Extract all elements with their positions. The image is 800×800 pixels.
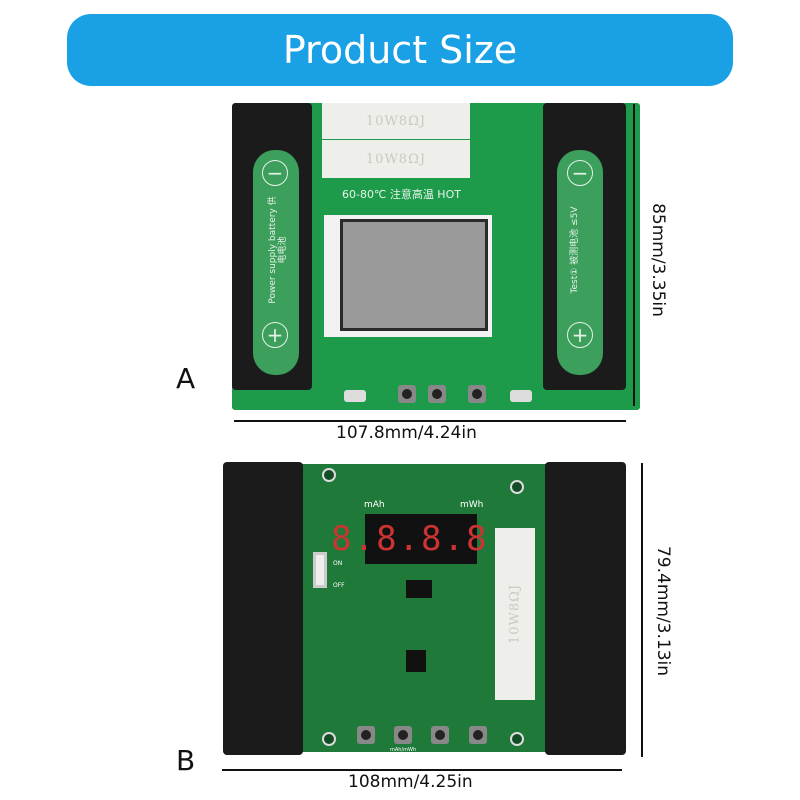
pcb-button xyxy=(431,726,449,744)
label-b: B xyxy=(176,744,196,777)
pcb-button xyxy=(469,726,487,744)
resistor-top: 10W8ΩJ xyxy=(322,103,470,139)
minus-icon: − xyxy=(262,160,288,186)
pcb-button xyxy=(357,726,375,744)
seven-segment-display: 8.8.8.8. xyxy=(331,514,509,564)
height-label-b: 79.4mm/3.13in xyxy=(653,545,674,677)
mount-hole xyxy=(510,732,524,746)
unit-left: mAh xyxy=(364,500,385,510)
ic-chip xyxy=(406,650,426,672)
mount-hole xyxy=(322,468,336,482)
warning-text: 60-80℃ 注意高温 HOT xyxy=(342,188,461,201)
unit-right: mWh xyxy=(460,500,484,510)
width-label-a: 107.8mm/4.24in xyxy=(336,423,477,443)
battery-holder-left xyxy=(223,462,303,755)
plus-icon: + xyxy=(567,322,593,348)
pcb-button xyxy=(428,385,446,403)
usb-port-right xyxy=(510,390,532,402)
right-cell-text: Test① 被测电池 ≤5V xyxy=(570,206,580,294)
lcd-screen xyxy=(340,219,488,331)
power-switch xyxy=(313,552,327,588)
height-arrow-a xyxy=(633,104,635,406)
usb-port-left xyxy=(344,390,366,402)
width-arrow-b xyxy=(222,769,622,771)
pcb-button xyxy=(398,385,416,403)
width-arrow-a xyxy=(234,420,626,422)
label-a: A xyxy=(176,362,196,395)
pcb-button xyxy=(394,726,412,744)
pcb-button xyxy=(468,385,486,403)
plus-icon: + xyxy=(262,322,288,348)
switch-on-label: ON xyxy=(333,560,343,567)
mount-hole xyxy=(510,480,524,494)
height-arrow-b xyxy=(641,463,643,757)
resistor-bottom: 10W8ΩJ xyxy=(322,140,470,178)
title-banner: Product Size xyxy=(67,14,733,86)
switch-off-label: OFF xyxy=(333,582,345,589)
button-label: mAh/mWh xyxy=(390,747,417,753)
left-cell-text: Power supply battery 供电电池 xyxy=(268,196,288,304)
minus-icon: − xyxy=(567,160,593,186)
resistor: 10W8ΩJ xyxy=(495,528,535,700)
ic-chip xyxy=(406,580,432,598)
mount-hole xyxy=(322,732,336,746)
battery-holder-right xyxy=(545,462,626,755)
height-label-a: 85mm/3.35in xyxy=(647,203,668,317)
width-label-b: 108mm/4.25in xyxy=(348,772,473,792)
banner-title: Product Size xyxy=(282,28,518,72)
